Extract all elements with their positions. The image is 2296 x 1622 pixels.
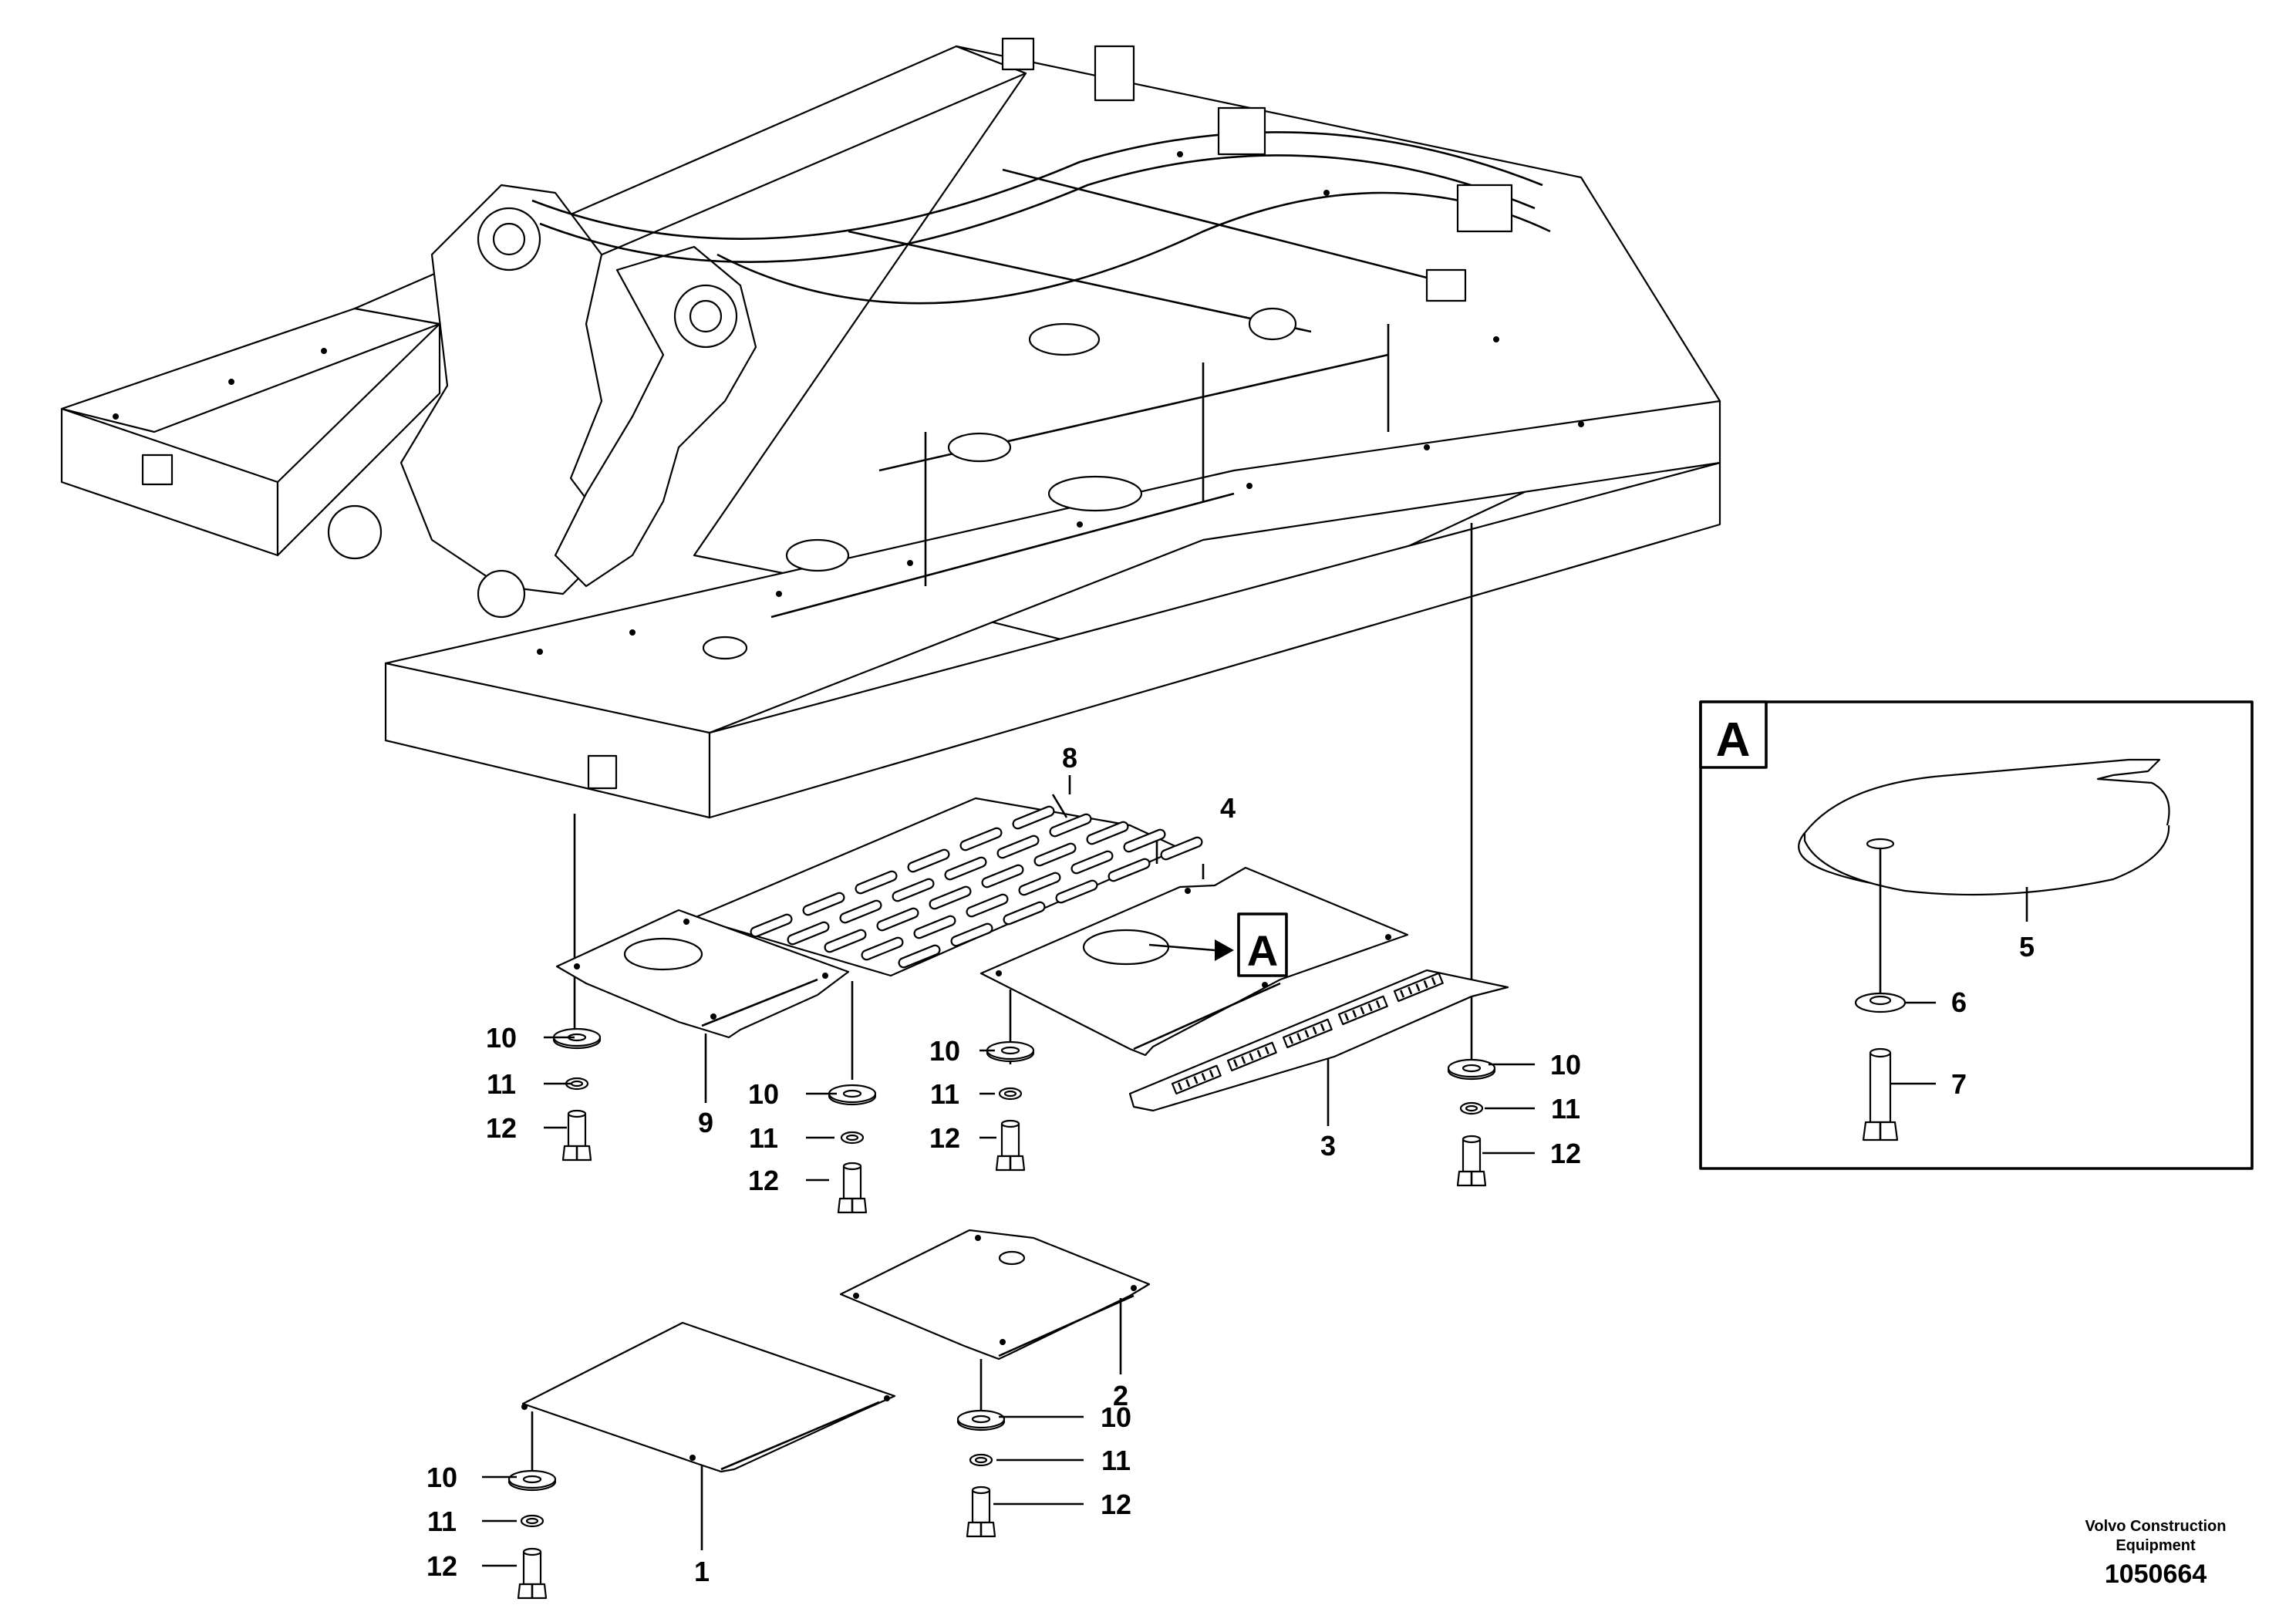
callout-12: 12: [929, 1122, 960, 1154]
frame-bolt-holes: [113, 151, 1584, 655]
drawing-footer: Volvo Construction Equipment 1050664: [2085, 1518, 2227, 1589]
callout-1: 1: [694, 1556, 710, 1587]
callout-11: 11: [487, 1068, 516, 1100]
company-name-line1: Volvo Construction: [2085, 1518, 2227, 1535]
fastener-stack-plate-2: [956, 1409, 1006, 1538]
callout-10: 10: [1101, 1401, 1131, 1433]
detail-view-label: A: [1716, 713, 1751, 767]
callout-11: 11: [1551, 1093, 1580, 1125]
plate-3-grille: [1128, 969, 1509, 1112]
callout-11: 11: [749, 1122, 778, 1154]
fastener-stacks: [507, 1027, 1496, 1600]
detail-view-a: A: [1699, 700, 2254, 1170]
callout-7: 7: [1951, 1068, 1967, 1100]
plate-2-cover: [839, 1229, 1151, 1415]
callout-9: 9: [698, 1107, 713, 1138]
fastener-stack-plate-4: [986, 1040, 1035, 1172]
drawing-number: 1050664: [2105, 1560, 2207, 1589]
callout-11: 11: [427, 1506, 457, 1537]
callout-3: 3: [1320, 1130, 1336, 1162]
callout-leaders: [482, 775, 1535, 1567]
upper-frame-assembly: [60, 37, 1721, 819]
callout-12: 12: [748, 1165, 779, 1196]
callout-5: 5: [2019, 931, 2035, 963]
callout-11: 11: [1101, 1445, 1131, 1476]
callout-12: 12: [426, 1550, 457, 1582]
callout-10: 10: [486, 1022, 517, 1054]
callout-10: 10: [748, 1078, 779, 1110]
plate-1-cover: [521, 1321, 896, 1523]
fastener-stack-plate-1: [507, 1469, 557, 1600]
plate-3-grille-slots: [1171, 972, 1444, 1095]
callout-12: 12: [1101, 1489, 1131, 1520]
callout-10: 10: [426, 1462, 457, 1493]
callout-labels: 8 4 9 3 2 1 5 6 7 10 11 12 10 11 12 10 1…: [426, 742, 2035, 1587]
company-name-line2: Equipment: [2116, 1537, 2196, 1554]
fastener-stack-plate-3: [1447, 1058, 1496, 1187]
callout-2: 2: [1113, 1380, 1128, 1411]
view-a-marker: A: [1148, 912, 1288, 977]
callout-12: 12: [1550, 1138, 1581, 1169]
callout-8: 8: [1062, 742, 1077, 774]
callout-10: 10: [1550, 1049, 1581, 1081]
view-a-marker-label: A: [1247, 926, 1278, 975]
plate-9-cover: [555, 909, 850, 1078]
callout-10: 10: [929, 1035, 960, 1067]
callout-6: 6: [1951, 986, 1967, 1018]
plate-8-slots: [750, 805, 1203, 969]
fastener-stack-plate-9: [552, 1027, 602, 1162]
fastener-stack-plate-8: [828, 1084, 877, 1214]
callout-4: 4: [1220, 792, 1236, 824]
callout-11: 11: [930, 1078, 959, 1110]
plate-8-slotted-cover: [693, 794, 1203, 977]
callout-12: 12: [486, 1112, 517, 1144]
